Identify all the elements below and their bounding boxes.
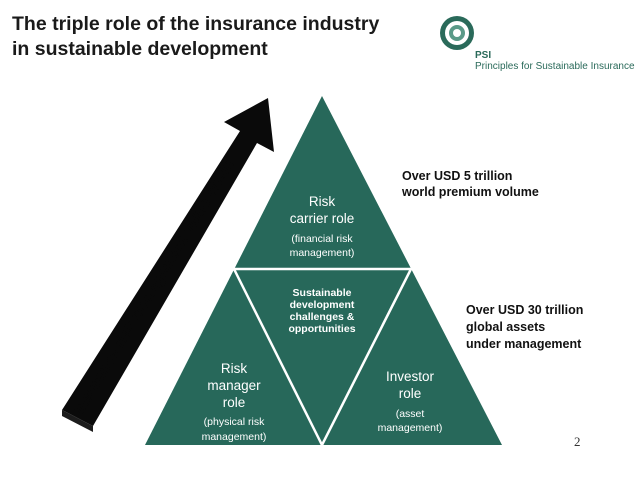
premium-note-line2: world premium volume [402, 185, 539, 199]
assets-note: Over USD 30 trillion global assets under… [466, 302, 583, 353]
value-chain-arrow [62, 98, 274, 426]
center-section: Sustainable development challenges & opp… [288, 287, 355, 335]
center-line2: development [290, 299, 355, 311]
left-role-line2: manager [207, 378, 261, 393]
page-title: The triple role of the insurance industr… [12, 12, 432, 62]
center-line3: challenges & [290, 311, 355, 323]
psi-logo: PSI Principles for Sustainable Insurance [436, 6, 636, 78]
logo-abbr: PSI [475, 50, 492, 61]
left-role-line3: role [223, 395, 246, 410]
top-role-line1: Risk [309, 194, 335, 209]
investor-section: Investor role (asset management) [378, 369, 443, 434]
top-role-sub1: (financial risk [291, 233, 353, 245]
risk-carrier-section: Risk carrier role (financial risk manage… [290, 194, 355, 259]
logo-name: Principles for Sustainable Insurance [475, 61, 635, 72]
left-role-sub2: management) [202, 431, 267, 443]
right-role-line1: Investor [386, 369, 435, 384]
assets-note-line1: Over USD 30 trillion [466, 303, 584, 317]
right-role-sub2: management) [378, 422, 443, 434]
risk-manager-section: Risk manager role (physical risk managem… [202, 361, 267, 443]
left-role-line1: Risk [221, 361, 247, 376]
page-number: 2 [574, 434, 581, 449]
right-role-sub1: (asset [396, 408, 425, 420]
premium-note-line1: Over USD 5 trillion [402, 169, 513, 183]
sustainability-triangle [145, 96, 502, 445]
right-role-line2: role [399, 386, 422, 401]
premium-volume-note: Over USD 5 trillion world premium volume [402, 168, 539, 200]
inner-triangle-divider [232, 267, 414, 448]
top-role-line2: carrier role [290, 211, 355, 226]
title-line-1: The triple role of the insurance industr… [12, 13, 380, 35]
center-line1: Sustainable [293, 287, 352, 299]
top-role-sub2: management) [290, 247, 355, 259]
left-role-sub1: (physical risk [204, 416, 265, 428]
title-line-2: in sustainable development [12, 38, 268, 60]
center-line4: opportunities [288, 323, 355, 335]
assets-note-line3: under management [466, 337, 582, 351]
psi-emblem-icon [440, 16, 474, 50]
assets-note-line2: global assets [466, 320, 546, 334]
